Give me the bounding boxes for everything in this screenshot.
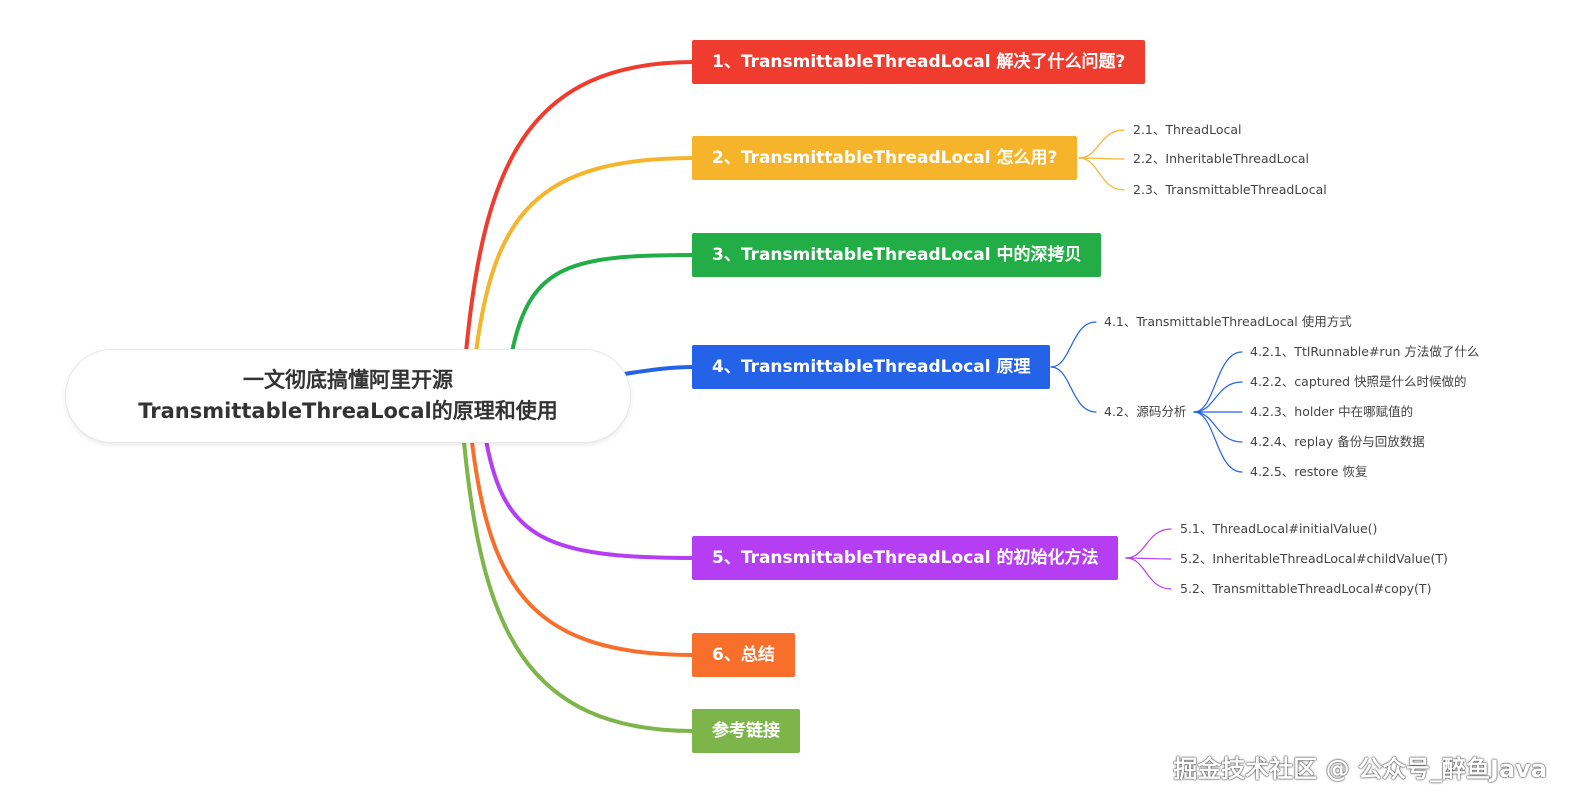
connector-leaf-2-1 [1078, 129, 1125, 159]
leaf-4-2[interactable]: 4.2、源码分析 [1104, 404, 1187, 419]
root-topic-line2: TransmittableThreaLocal的原理和使用 [138, 399, 558, 423]
connector-leaf-4-2-1 [1193, 351, 1243, 413]
leaf-4-2-1[interactable]: 4.2.1、TtlRunnable#run 方法做了什么 [1250, 344, 1480, 359]
connector-branch-2 [474, 156, 696, 354]
leaf-4-1[interactable]: 4.1、TransmittableThreadLocal 使用方式 [1104, 314, 1352, 329]
connector-branch-5 [484, 438, 696, 560]
leaf-4-2-2[interactable]: 4.2.2、captured 快照是什么时候做的 [1250, 374, 1467, 389]
connector-branch-4 [622, 365, 696, 376]
connector-branch-7 [462, 440, 696, 733]
connector-leaf-4-2-4 [1193, 411, 1243, 443]
branch-references[interactable]: 参考链接 [692, 709, 800, 753]
connector-leaf-4-2-5 [1193, 411, 1243, 473]
leaf-5-2-transmittable[interactable]: 5.2、TransmittableThreadLocal#copy(T) [1180, 581, 1432, 596]
sub-branch-connectors [1050, 129, 1243, 590]
root-topic[interactable]: 一文彻底搞懂阿里开源 TransmittableThreaLocal的原理和使用 [66, 350, 630, 442]
leaf-2-2[interactable]: 2.2、InheritableThreadLocal [1133, 151, 1309, 166]
root-topic-line1: 一文彻底搞懂阿里开源 [243, 368, 453, 392]
branch-6-summary[interactable]: 6、总结 [692, 633, 795, 677]
branch-5-init-methods[interactable]: 5、TransmittableThreadLocal 的初始化方法 [692, 536, 1119, 580]
leaf-4-2-5[interactable]: 4.2.5、restore 恢复 [1250, 464, 1368, 479]
connector-leaf-5-1 [1125, 528, 1172, 559]
branch-1-problem-solved[interactable]: 1、TransmittableThreadLocal 解决了什么问题? [692, 40, 1146, 84]
branch-2-how-to-use[interactable]: 2、TransmittableThreadLocal 怎么用? [692, 136, 1078, 180]
leaf-5-2-inheritable[interactable]: 5.2、InheritableThreadLocal#childValue(T) [1180, 551, 1448, 566]
connector-leaf-4-1 [1050, 321, 1097, 368]
connector-branch-1 [464, 60, 696, 354]
connector-leaf-4-2-2 [1193, 381, 1243, 413]
connector-leaf-2-3 [1078, 157, 1125, 191]
leaf-4-2-4[interactable]: 4.2.4、replay 备份与回放数据 [1250, 434, 1425, 449]
leaf-5-1[interactable]: 5.1、ThreadLocal#initialValue() [1180, 521, 1378, 536]
connector-leaf-4-2 [1050, 366, 1097, 413]
leaf-2-3[interactable]: 2.3、TransmittableThreadLocal [1133, 182, 1327, 197]
connector-leaf-5-3 [1125, 557, 1172, 590]
leaf-2-1[interactable]: 2.1、ThreadLocal [1133, 122, 1242, 137]
main-branch-connectors [462, 60, 696, 733]
branch-4-principle[interactable]: 4、TransmittableThreadLocal 原理 [692, 345, 1051, 389]
branch-3-deep-copy[interactable]: 3、TransmittableThreadLocal 中的深拷贝 [692, 233, 1102, 277]
connector-branch-6 [470, 440, 696, 657]
watermark: 掘金技术社区 @ 公众号_醉鱼Java [1173, 755, 1547, 783]
leaf-4-2-3[interactable]: 4.2.3、holder 中在哪赋值的 [1250, 404, 1414, 419]
connector-branch-3 [510, 253, 696, 354]
